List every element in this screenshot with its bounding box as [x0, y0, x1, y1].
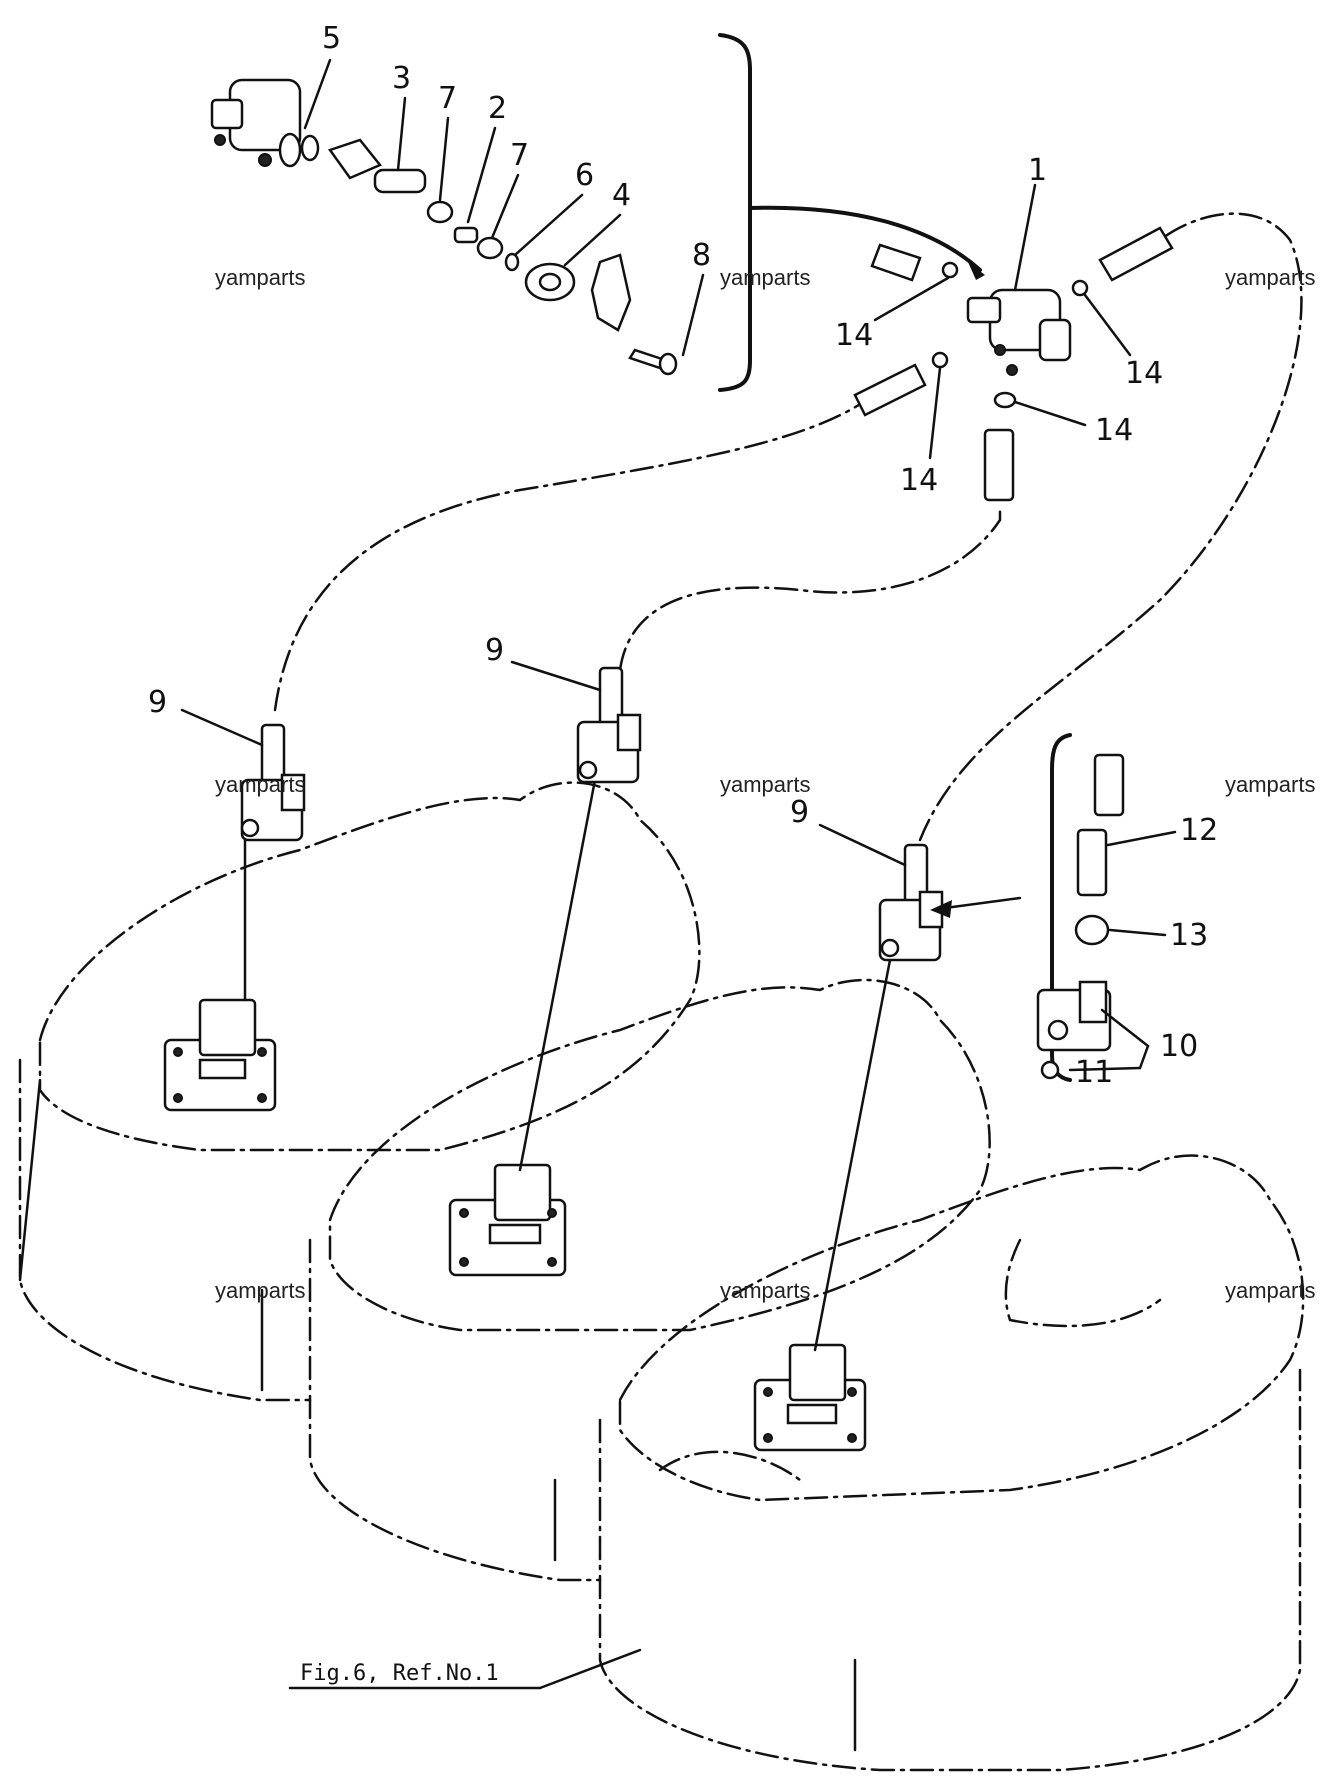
- connector-left: [240, 723, 306, 842]
- callout-8: 8: [692, 238, 711, 273]
- assembly-arrow: [748, 205, 982, 272]
- callout-numbers: 5 3 7 2 7 6 4 8 1 14 14 14 14 9 9 9 12 1…: [148, 21, 1218, 1090]
- callout-7-lower: 7: [510, 138, 529, 173]
- fuel-tank-right: [598, 1154, 1305, 1772]
- connector-right: [878, 843, 944, 962]
- assembly-arrow-head: [968, 262, 985, 280]
- exploded-parts-bracket: [718, 33, 752, 392]
- watermark: yamparts: [215, 772, 305, 797]
- fuel-hose-lines: [243, 212, 1303, 1352]
- tank-fitting-left: [163, 998, 277, 1112]
- callout-14-lower-right: 14: [1095, 413, 1133, 448]
- fuel-cock-assembly: [853, 226, 1174, 502]
- callout-9-right: 9: [790, 795, 809, 830]
- watermark: yamparts: [1225, 772, 1315, 797]
- leader-lines: [180, 58, 1177, 1690]
- watermark: yamparts: [720, 772, 810, 797]
- fuel-tank-middle: [308, 978, 991, 1582]
- tank-fitting-middle: [448, 1163, 567, 1277]
- watermark: yamparts: [720, 1278, 810, 1303]
- callout-2: 2: [488, 91, 507, 126]
- connector-middle: [576, 666, 642, 784]
- callout-6: 6: [575, 158, 594, 193]
- callout-4: 4: [612, 178, 631, 213]
- callout-14-right: 14: [1125, 356, 1163, 391]
- watermark: yamparts: [720, 265, 810, 290]
- callout-5: 5: [322, 21, 341, 56]
- connector-parts-inset: [930, 733, 1125, 1082]
- watermark: yamparts: [215, 1278, 305, 1303]
- watermark: yamparts: [1225, 1278, 1315, 1303]
- watermark: yamparts: [1225, 265, 1315, 290]
- callout-13: 13: [1170, 918, 1208, 953]
- callout-3: 3: [392, 61, 411, 96]
- callout-9-middle: 9: [485, 633, 504, 668]
- watermark: yamparts: [215, 265, 305, 290]
- watermarks: yamparts yamparts yamparts yamparts yamp…: [215, 265, 1315, 1303]
- callout-11: 11: [1075, 1055, 1113, 1090]
- figure-caption: Fig.6, Ref.No.1: [300, 1661, 499, 1686]
- fuel-cock-exploded-parts: [210, 78, 678, 376]
- callout-10: 10: [1160, 1029, 1198, 1064]
- callout-1: 1: [1028, 153, 1047, 188]
- callout-12: 12: [1180, 813, 1218, 848]
- callout-9-left: 9: [148, 685, 167, 720]
- callout-14-upper-left: 14: [835, 318, 873, 353]
- fuel-tank-left: [18, 781, 701, 1402]
- callout-7-upper: 7: [438, 81, 457, 116]
- tank-fitting-right: [753, 1343, 867, 1452]
- callout-14-bottom: 14: [900, 463, 938, 498]
